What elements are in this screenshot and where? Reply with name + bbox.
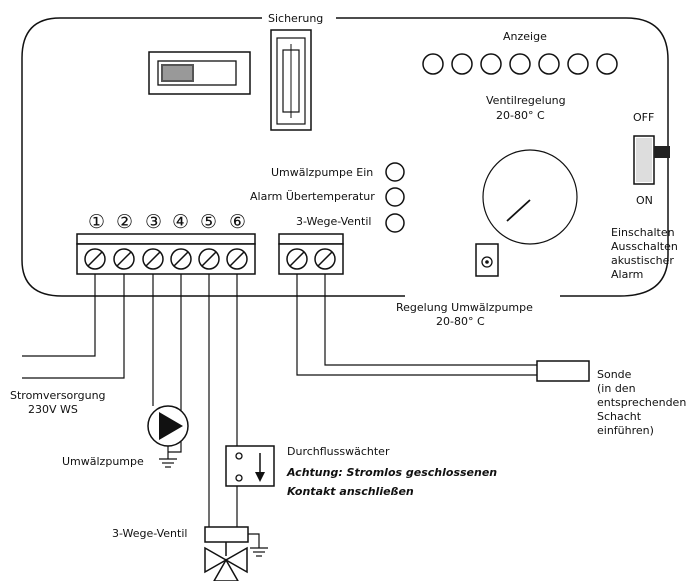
- power-supply-wires: [22, 274, 125, 379]
- led-valve-label: 3-Wege-Ventil: [296, 215, 371, 228]
- fuse-holder: [270, 29, 312, 131]
- led-alarm-indicator: [385, 187, 405, 207]
- screw-terminal-4[interactable]: [170, 248, 192, 270]
- regelung-range: 20-80° C: [436, 315, 485, 328]
- screw-terminal-6[interactable]: [226, 248, 248, 270]
- sicherung-label: Sicherung: [268, 12, 323, 25]
- ventilregelung-label: Ventilregelung: [486, 94, 566, 107]
- alarm-toggle-switch[interactable]: [633, 135, 670, 185]
- terminal-number-3: ③: [145, 211, 162, 233]
- sonde-note-4: einführen): [597, 424, 654, 437]
- durchfluss-label: Durchflusswächter: [287, 445, 390, 458]
- terminal-number-4: ④: [172, 211, 189, 233]
- valve-ground-symbol: [248, 533, 268, 557]
- circulation-pump-symbol: [147, 405, 189, 447]
- screw-terminal-sensor-2[interactable]: [314, 248, 336, 270]
- screw-terminal-1[interactable]: [84, 248, 106, 270]
- screw-terminal-sensor-1[interactable]: [286, 248, 308, 270]
- alarm-switch-label-4: Alarm: [611, 268, 643, 281]
- screw-terminal-5[interactable]: [198, 248, 220, 270]
- temperature-probe: [536, 360, 590, 382]
- stromversorgung-label: Stromversorgung: [10, 389, 106, 402]
- screw-terminal-3[interactable]: [142, 248, 164, 270]
- led-alarm-label: Alarm Übertemperatur: [250, 190, 375, 203]
- durchfluss-warning-1: Achtung: Stromlos geschlossenen: [286, 466, 497, 479]
- screw-terminal-2[interactable]: [113, 248, 135, 270]
- flow-switch-symbol: [225, 445, 275, 487]
- ventil-label: 3-Wege-Ventil: [112, 527, 187, 540]
- sonde-label: Sonde: [597, 368, 632, 381]
- three-way-valve-symbol: [204, 526, 249, 582]
- terminal-numbers: ① ② ③ ④ ⑤ ⑥: [88, 211, 246, 233]
- pump-ground-symbol: [159, 446, 177, 468]
- regelung-label: Regelung Umwälzpumpe: [396, 301, 533, 314]
- alarm-switch-label-3: akustischer: [611, 254, 674, 267]
- pump-wires: [152, 274, 182, 453]
- led-pump-label: Umwälzpumpe Ein: [271, 166, 373, 179]
- umwaelzpumpe-label: Umwälzpumpe: [62, 455, 144, 468]
- led-valve-indicator: [385, 213, 405, 233]
- sonde-note-1: (in den: [597, 382, 636, 395]
- pump-regulator-potentiometer[interactable]: [475, 243, 499, 277]
- on-label: ON: [636, 194, 653, 207]
- sonde-note-2: entsprechenden: [597, 396, 686, 409]
- alarm-switch-label-1: Einschalten: [611, 226, 675, 239]
- durchfluss-warning-2: Kontakt anschließen: [287, 485, 414, 498]
- off-label: OFF: [633, 111, 654, 124]
- power-switch[interactable]: [148, 51, 251, 95]
- terminal-number-2: ②: [116, 211, 133, 233]
- anzeige-label: Anzeige: [503, 30, 547, 43]
- ventilregelung-range: 20-80° C: [496, 109, 545, 122]
- ventilregelung-knob[interactable]: [482, 149, 578, 245]
- valve-wires: [208, 274, 238, 529]
- anzeige-display: [422, 53, 618, 75]
- terminal-number-1: ①: [88, 211, 105, 233]
- sensor-wires: [296, 274, 537, 376]
- stromversorgung-voltage: 230V WS: [28, 403, 78, 416]
- terminal-number-5: ⑤: [200, 211, 217, 233]
- sonde-note-3: Schacht: [597, 410, 642, 423]
- alarm-switch-label-2: Ausschalten: [611, 240, 678, 253]
- terminal-number-6: ⑥: [229, 211, 246, 233]
- terminal-block-sensor: [278, 233, 344, 275]
- terminal-block-main: [76, 233, 256, 275]
- led-pump-indicator: [385, 162, 405, 182]
